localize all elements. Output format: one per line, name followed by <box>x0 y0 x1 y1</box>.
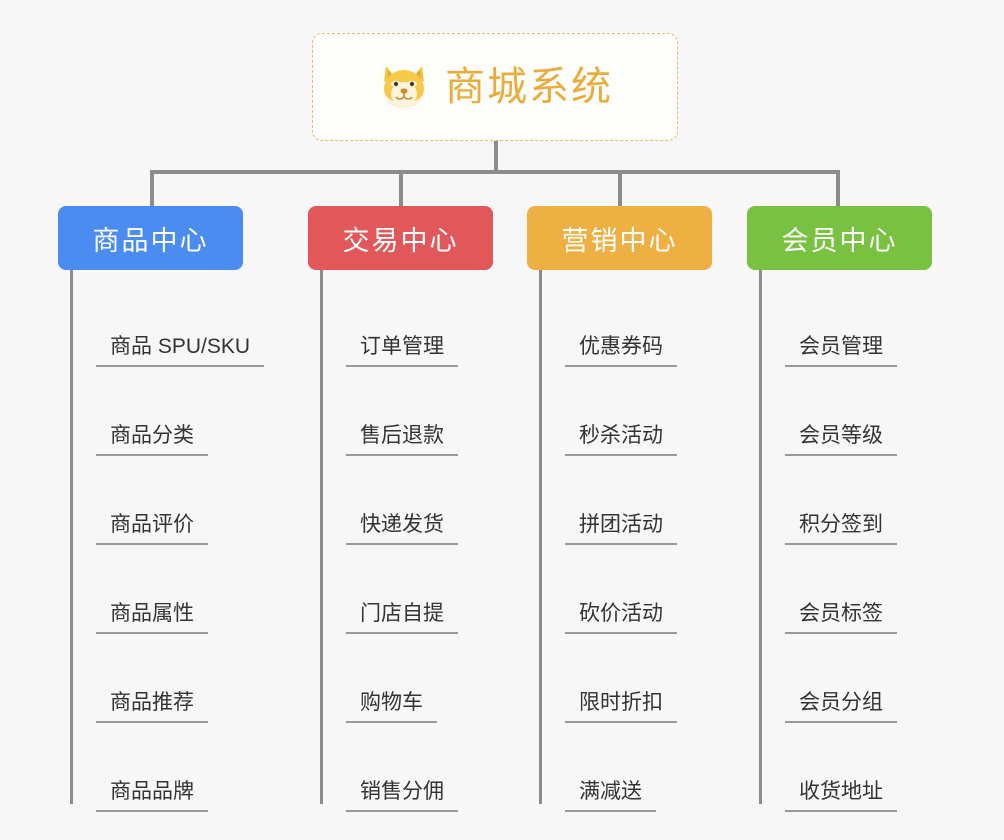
root-node[interactable]: 商城系统 <box>312 33 678 141</box>
leaf-item-label: 优惠券码 <box>565 335 677 367</box>
leaf-item[interactable]: 砍价活动 <box>565 545 712 634</box>
leaf-item-label: 满减送 <box>565 780 656 812</box>
leaf-item-label: 购物车 <box>346 691 437 723</box>
leaf-item-label: 会员分组 <box>785 691 897 723</box>
connector-horizontal-bus <box>150 170 840 174</box>
leaf-item[interactable]: 积分签到 <box>785 456 932 545</box>
leaf-item[interactable]: 会员管理 <box>785 278 932 367</box>
category-box[interactable]: 会员中心 <box>747 206 932 270</box>
category-box[interactable]: 营销中心 <box>527 206 712 270</box>
leaf-item-label: 快递发货 <box>346 513 458 545</box>
leaf-list: 优惠券码秒杀活动拼团活动砍价活动限时折扣满减送 <box>539 270 712 812</box>
leaf-item[interactable]: 优惠券码 <box>565 278 712 367</box>
leaf-item-label: 拼团活动 <box>565 513 677 545</box>
category-box[interactable]: 商品中心 <box>58 206 243 270</box>
leaf-item[interactable]: 收货地址 <box>785 723 932 812</box>
leaf-list: 会员管理会员等级积分签到会员标签会员分组收货地址 <box>759 270 932 812</box>
leaf-item[interactable]: 商品属性 <box>96 545 264 634</box>
leaf-item[interactable]: 满减送 <box>565 723 712 812</box>
leaf-item-label: 砍价活动 <box>565 602 677 634</box>
leaf-list: 商品 SPU/SKU 商品分类商品评价商品属性商品推荐商品品牌 <box>70 270 265 812</box>
leaf-item-label: 限时折扣 <box>565 691 677 723</box>
branch-column: 营销中心优惠券码秒杀活动拼团活动砍价活动限时折扣满减送 <box>527 206 712 812</box>
branch-trunk-line <box>320 270 323 804</box>
leaf-item[interactable]: 商品品牌 <box>96 723 264 812</box>
branch-trunk-line <box>70 270 73 804</box>
leaf-item-label: 会员标签 <box>785 602 897 634</box>
branch-trunk-line <box>539 270 542 804</box>
root-title: 商城系统 <box>445 65 613 109</box>
branch-column: 交易中心订单管理售后退款快递发货门店自提购物车销售分佣 <box>308 206 493 812</box>
leaf-item-label: 销售分佣 <box>346 780 458 812</box>
branch-column: 会员中心会员管理会员等级积分签到会员标签会员分组收货地址 <box>747 206 932 812</box>
leaf-list: 订单管理售后退款快递发货门店自提购物车销售分佣 <box>320 270 493 812</box>
leaf-item-label: 会员管理 <box>785 335 897 367</box>
leaf-item[interactable]: 拼团活动 <box>565 456 712 545</box>
category-label: 会员中心 <box>781 225 898 256</box>
branch-column: 商品中心商品 SPU/SKU 商品分类商品评价商品属性商品推荐商品品牌 <box>58 206 265 812</box>
leaf-item[interactable]: 商品 SPU/SKU <box>96 278 265 367</box>
category-label: 营销中心 <box>561 225 678 256</box>
category-label: 商品中心 <box>92 225 209 256</box>
leaf-item-label: 商品品牌 <box>96 780 208 812</box>
shiba-dog-emoji <box>377 60 431 114</box>
connector-drop-4 <box>836 170 840 210</box>
category-box[interactable]: 交易中心 <box>308 206 493 270</box>
leaf-item-label: 会员等级 <box>785 424 897 456</box>
leaf-item-label: 秒杀活动 <box>565 424 677 456</box>
leaf-item-label: 收货地址 <box>785 780 897 812</box>
category-label: 交易中心 <box>342 225 459 256</box>
leaf-item[interactable]: 销售分佣 <box>346 723 493 812</box>
connector-drop-3 <box>618 170 622 210</box>
leaf-item-label: 积分签到 <box>785 513 897 545</box>
leaf-item[interactable]: 快递发货 <box>346 456 493 545</box>
leaf-item[interactable]: 会员分组 <box>785 634 932 723</box>
leaf-item[interactable]: 限时折扣 <box>565 634 712 723</box>
leaf-item[interactable]: 门店自提 <box>346 545 493 634</box>
branch-trunk-line <box>759 270 762 804</box>
leaf-item[interactable]: 秒杀活动 <box>565 367 712 456</box>
leaf-item[interactable]: 商品推荐 <box>96 634 264 723</box>
connector-drop-1 <box>150 170 154 210</box>
leaf-item-label: 商品推荐 <box>96 691 208 723</box>
connector-drop-2 <box>399 170 403 210</box>
leaf-item[interactable]: 商品评价 <box>96 456 264 545</box>
leaf-item[interactable]: 会员标签 <box>785 545 932 634</box>
leaf-item[interactable]: 会员等级 <box>785 367 932 456</box>
leaf-item-label: 订单管理 <box>346 335 458 367</box>
leaf-item[interactable]: 订单管理 <box>346 278 493 367</box>
leaf-item-label: 商品属性 <box>96 602 208 634</box>
leaf-item[interactable]: 购物车 <box>346 634 493 723</box>
leaf-item[interactable]: 商品分类 <box>96 367 264 456</box>
leaf-item-label: 商品 SPU/SKU <box>96 335 265 367</box>
leaf-item[interactable]: 售后退款 <box>346 367 493 456</box>
leaf-item-label: 门店自提 <box>346 602 458 634</box>
leaf-item-label: 售后退款 <box>346 424 458 456</box>
leaf-item-label: 商品评价 <box>96 513 208 545</box>
leaf-item-label: 商品分类 <box>96 424 208 456</box>
connector-root-stem <box>494 141 498 173</box>
